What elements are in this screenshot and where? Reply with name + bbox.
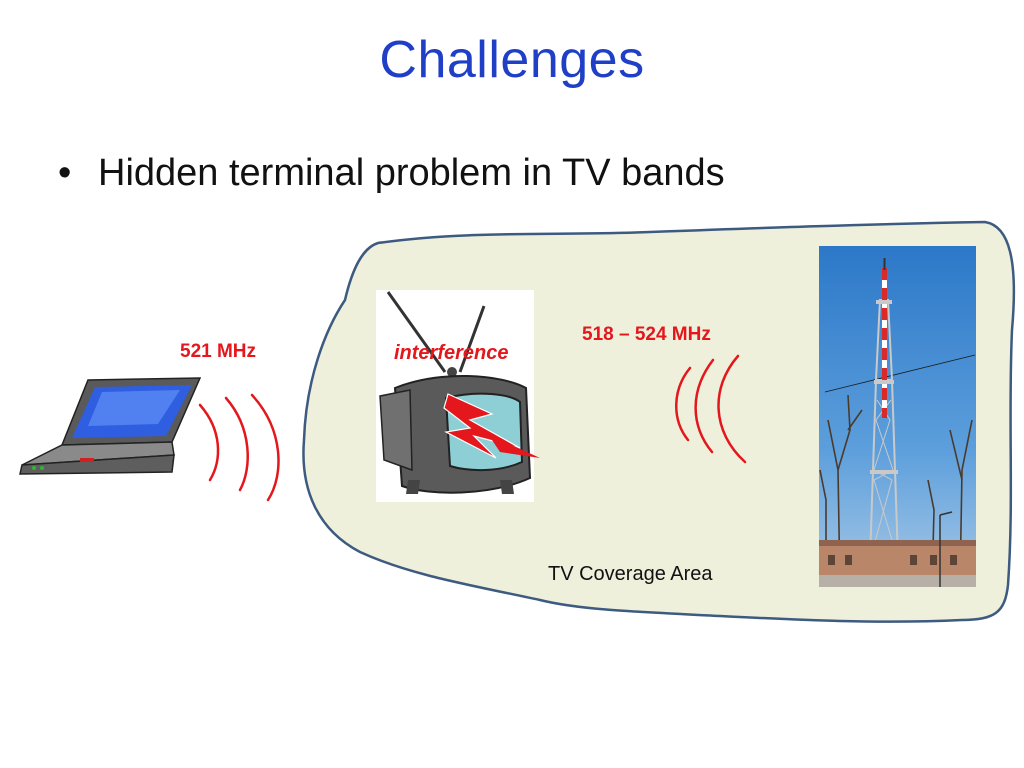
bullet-text: Hidden terminal problem in TV bands xyxy=(98,152,725,194)
tower-signal-waves xyxy=(675,354,747,464)
laptop-signal-waves xyxy=(198,393,280,502)
laptop-icon xyxy=(19,377,202,475)
laptop-frequency-label: 521 MHz xyxy=(180,341,257,362)
coverage-area-label: TV Coverage Area xyxy=(548,563,713,585)
tv-tower-image xyxy=(819,246,976,588)
tower-frequency-label: 518 – 524 MHz xyxy=(582,324,711,345)
slide-title: Challenges xyxy=(379,31,645,89)
bullet-item: • Hidden terminal problem in TV bands xyxy=(58,152,725,195)
interference-label: interference xyxy=(394,342,509,364)
tv-set-icon xyxy=(376,290,540,502)
bullet-marker: • xyxy=(58,152,72,194)
